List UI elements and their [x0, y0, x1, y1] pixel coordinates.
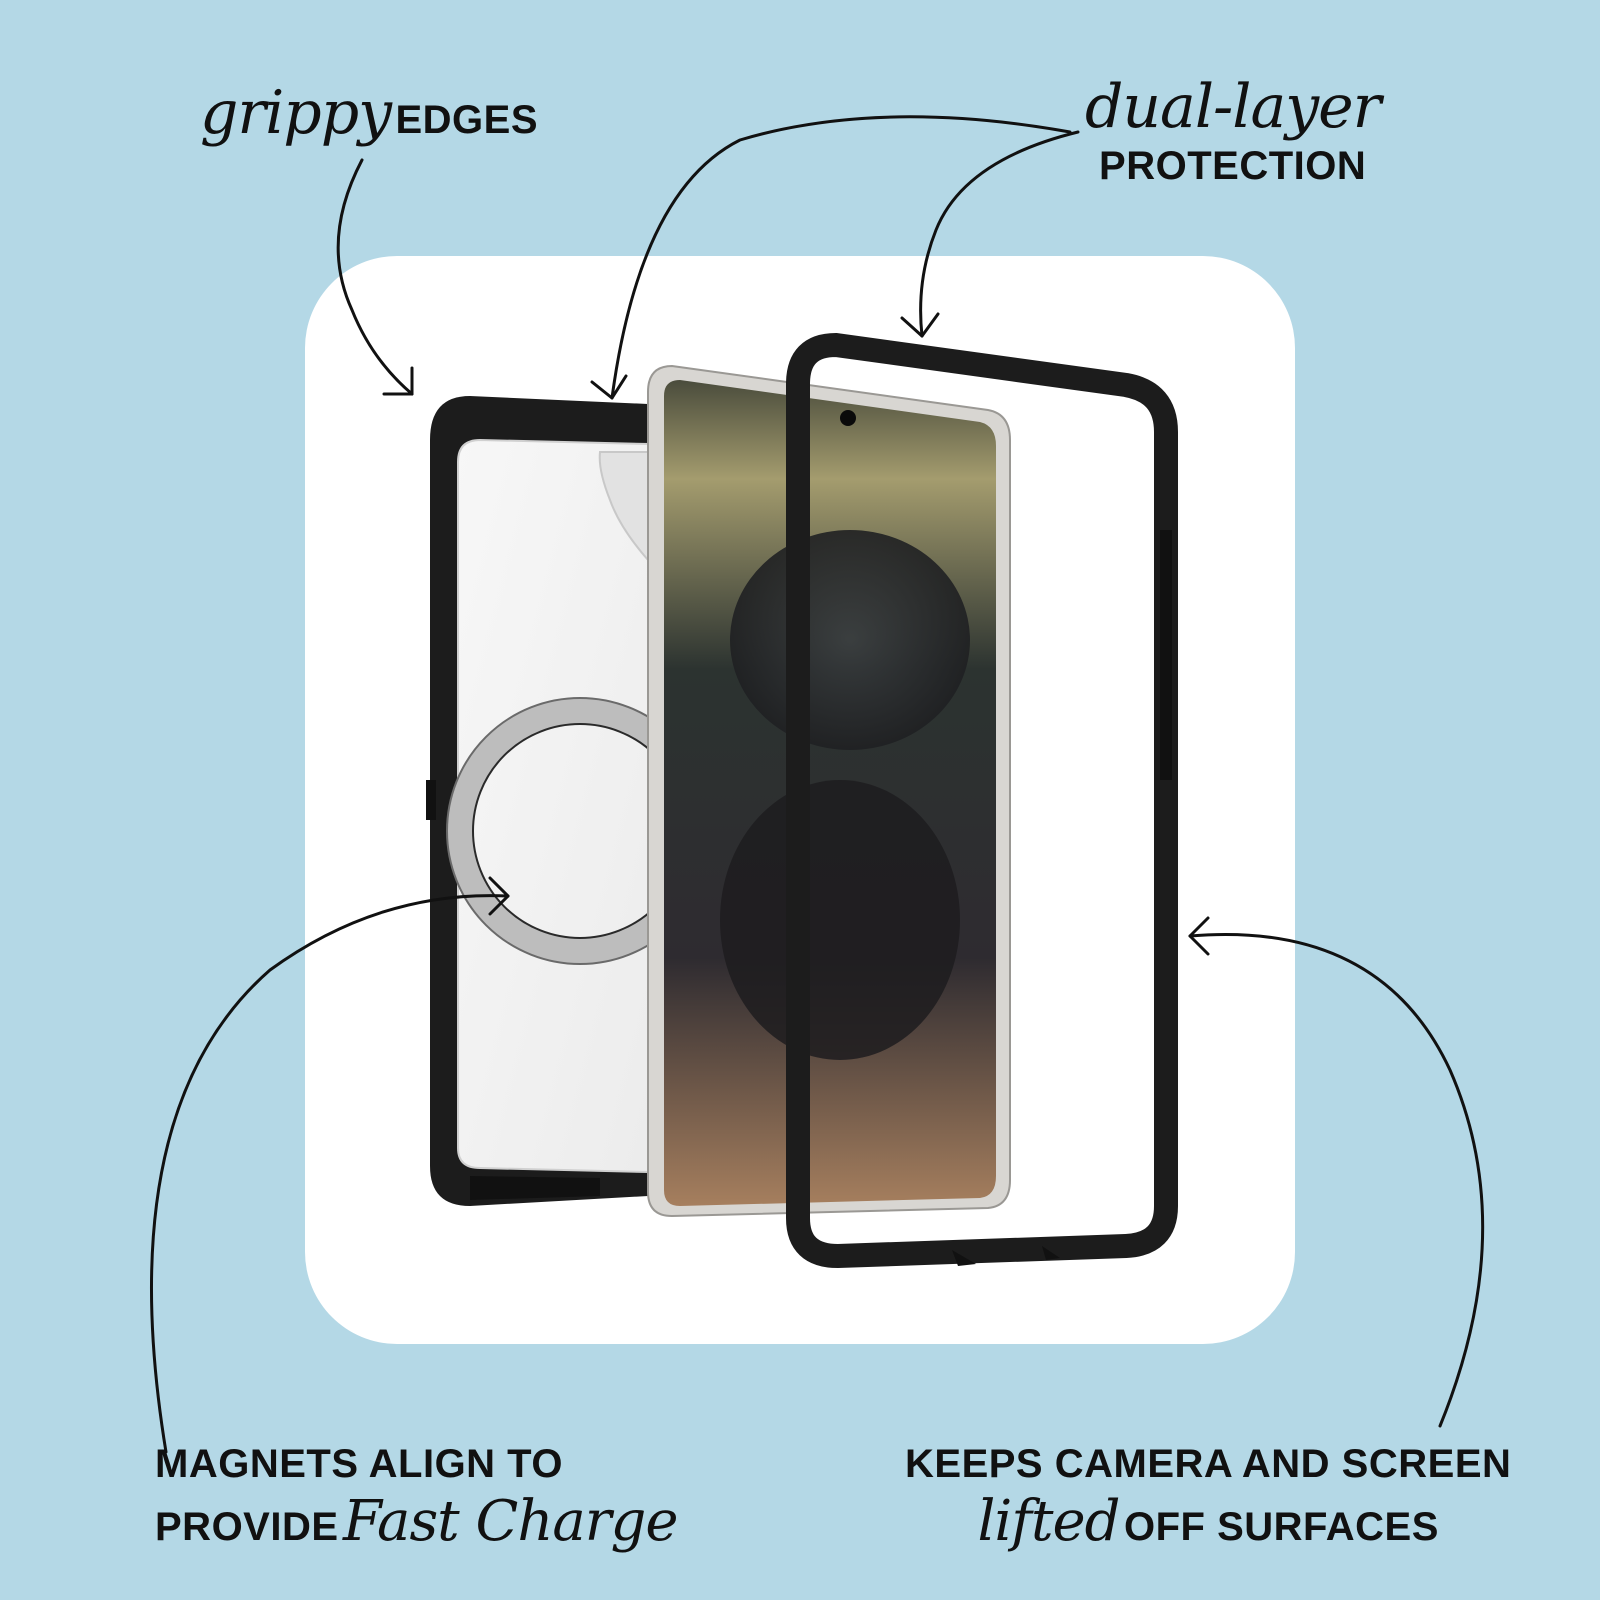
callout-magnets-line1: MAGNETS ALIGN TO: [155, 1442, 563, 1486]
lifted-arrow: [1188, 932, 1485, 1428]
callout-magnets-fast-charge: MAGNETS ALIGN TO PROVIDE Fast Charge: [155, 1435, 679, 1565]
callout-grippy-script: grippy: [200, 78, 392, 148]
callout-keeps-script: lifted: [977, 1489, 1120, 1554]
callout-keeps-line1: KEEPS CAMERA AND SCREEN: [905, 1442, 1512, 1486]
callout-dual-script: dual-layer: [1085, 72, 1381, 142]
callout-keeps-caps: OFF SURFACES: [1123, 1505, 1439, 1549]
grippy-arrow: [336, 158, 414, 396]
callout-magnets-caps: PROVIDE: [155, 1505, 339, 1549]
callout-magnets-script: Fast Charge: [343, 1489, 679, 1554]
phone: [647, 364, 1011, 1218]
callout-dual-layer-protection: dual-layer PROTECTION: [1085, 72, 1381, 190]
callout-grippy-caps: EDGES: [395, 98, 538, 142]
front-camera-dot: [840, 410, 856, 426]
callout-dual-caps: PROTECTION: [1099, 144, 1367, 188]
callout-grippy-edges: grippy EDGES: [200, 78, 538, 148]
clear-back-case: [426, 396, 714, 1206]
callout-keeps-lifted: KEEPS CAMERA AND SCREEN lifted OFF SURFA…: [905, 1435, 1511, 1565]
dual-layer-arrow-right: [919, 130, 1080, 338]
screen-frame: [786, 332, 1178, 1269]
magnets-arrow: [150, 894, 510, 1454]
dual-layer-arrow-left: [610, 115, 1072, 400]
